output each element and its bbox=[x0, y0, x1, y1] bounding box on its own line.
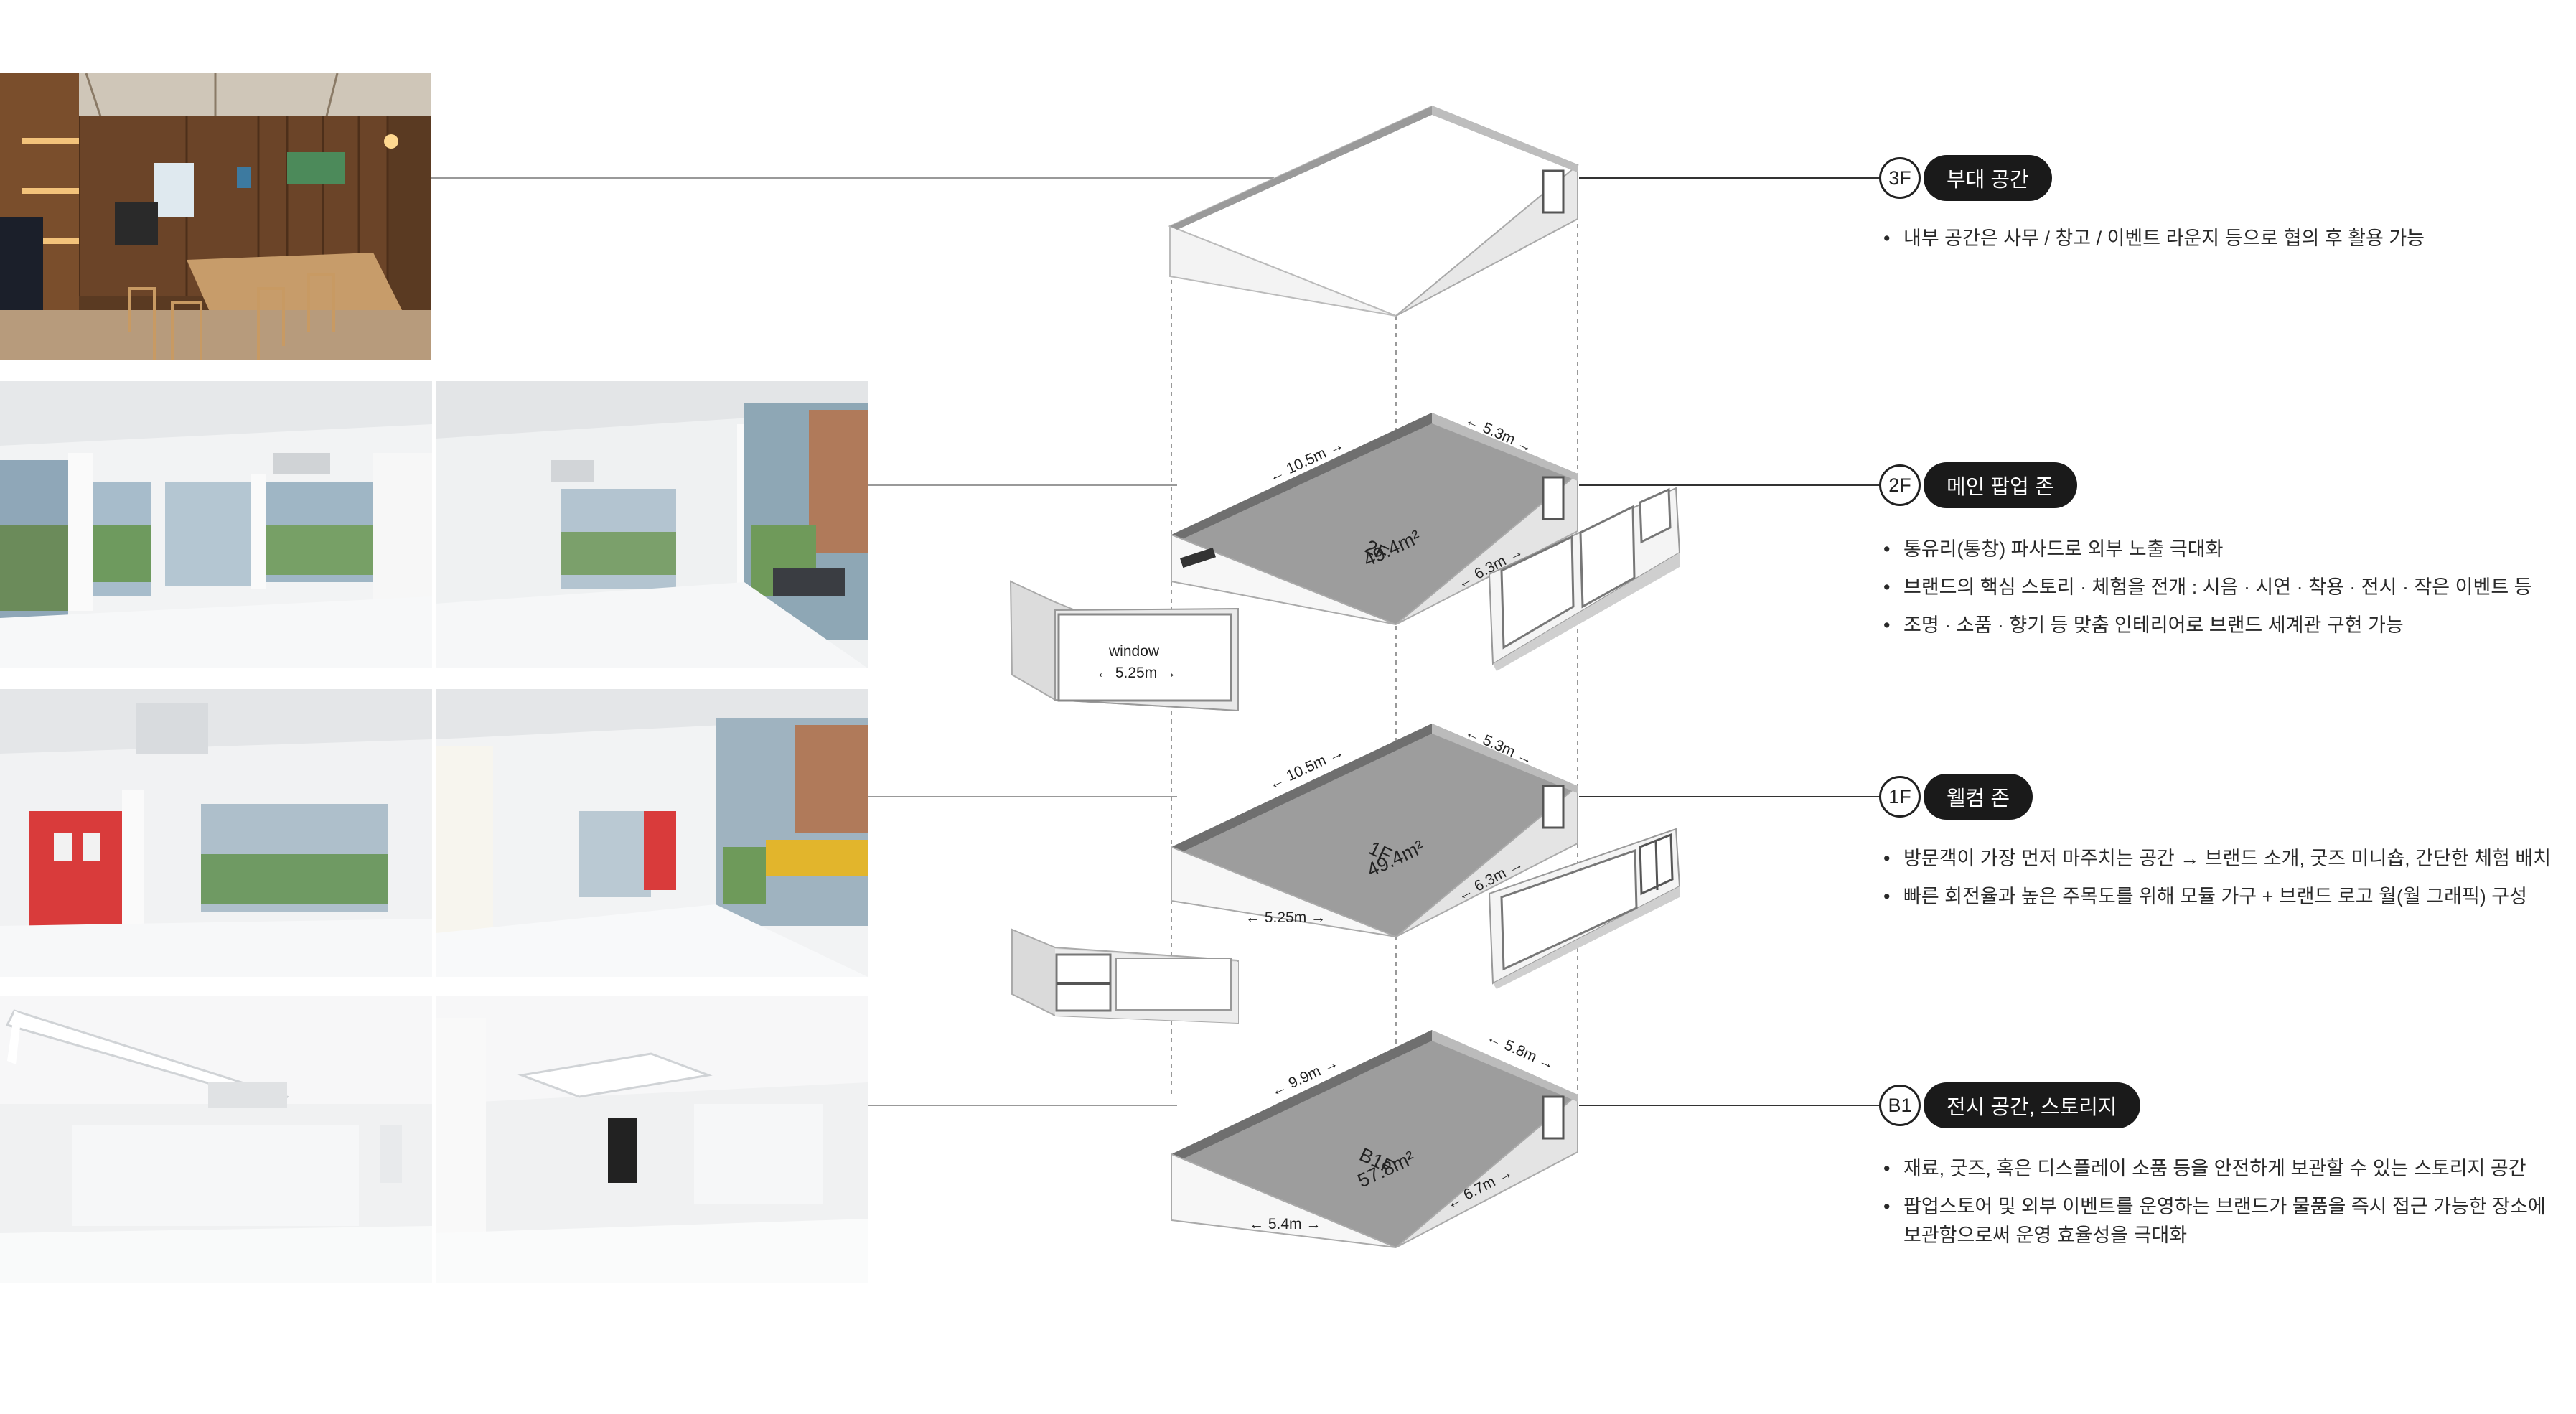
photo-1f-right bbox=[436, 689, 868, 977]
window-panel-2f-left bbox=[1009, 580, 1239, 712]
note-2f-3: 조명 · 소품 · 향기 등 맞춤 인테리어로 브랜드 세계관 구현 가능 bbox=[1882, 611, 2532, 640]
window-panel-1f-left bbox=[1011, 928, 1239, 1024]
note-2f-2: 브랜드의 핵심 스토리 · 체험을 전개 : 시음 · 시연 · 착용 · 전시… bbox=[1882, 573, 2532, 601]
note-b1-2: 팝업스토어 및 외부 이벤트를 운영하는 브랜드가 물품을 즉시 접근 가능한 … bbox=[1882, 1192, 2564, 1250]
floor-code-2f: 2F bbox=[1879, 464, 1921, 506]
floor-badge-2f: 2F 메인 팝업 존 bbox=[1879, 462, 2077, 508]
floor-code-3f: 3F bbox=[1879, 157, 1921, 199]
floor-badge-3f: 3F 부대 공간 bbox=[1879, 155, 2052, 201]
window-dim: ← 5.25m → bbox=[1096, 665, 1176, 681]
window-panel-1f-right bbox=[1488, 828, 1681, 989]
note-3f-1: 내부 공간은 사무 / 창고 / 이벤트 라운지 등으로 협의 후 활용 가능 bbox=[1882, 224, 2425, 253]
photo-1f-left bbox=[0, 689, 432, 977]
block-1f bbox=[1171, 724, 1578, 937]
floor-badge-1f: 1F 웰컴 존 bbox=[1879, 774, 2033, 820]
window-panel-2f-right bbox=[1488, 487, 1681, 671]
note-1f-2: 빠른 회전율과 높은 주목도를 위해 모듈 가구 + 브랜드 로고 월(월 그래… bbox=[1882, 882, 2551, 911]
floor-title-1f: 웰컴 존 bbox=[1924, 774, 2033, 820]
photo-b1-right bbox=[436, 996, 868, 1283]
note-b1-1: 재료, 굿즈, 혹은 디스플레이 소품 등을 안전하게 보관할 수 있는 스토리… bbox=[1882, 1154, 2564, 1183]
photo-leader-lines bbox=[431, 177, 1274, 1106]
floor-badge-b1: B1 전시 공간, 스토리지 bbox=[1879, 1082, 2140, 1128]
floor-title-b1: 전시 공간, 스토리지 bbox=[1924, 1082, 2140, 1128]
note-2f-1: 통유리(통창) 파사드로 외부 노출 극대화 bbox=[1882, 535, 2532, 563]
floor-notes-b1: 재료, 굿즈, 혹은 디스플레이 소품 등을 안전하게 보관할 수 있는 스토리… bbox=[1882, 1154, 2564, 1259]
floor-title-2f: 메인 팝업 존 bbox=[1924, 462, 2077, 508]
floor-notes-2f: 통유리(통창) 파사드로 외부 노출 극대화 브랜드의 핵심 스토리 · 체험을… bbox=[1882, 535, 2532, 649]
photo-3f-lounge bbox=[0, 73, 431, 360]
photo-2f-right bbox=[436, 381, 868, 668]
floor-notes-1f: 방문객이 가장 먼저 마주치는 공간 → 브랜드 소개, 굿즈 미니숍, 간단한… bbox=[1882, 844, 2551, 920]
block-3f bbox=[1168, 105, 1579, 317]
dim-1f-front: ← 5.25m → bbox=[1245, 909, 1326, 926]
block-b1 bbox=[1171, 1030, 1578, 1248]
floor-code-b1: B1 bbox=[1879, 1085, 1921, 1126]
photo-2f-left bbox=[0, 381, 432, 668]
dim-b1-front: ← 5.4m → bbox=[1249, 1216, 1321, 1232]
photo-b1-left bbox=[0, 996, 432, 1283]
window-label: window bbox=[1108, 643, 1160, 660]
floor-notes-3f: 내부 공간은 사무 / 창고 / 이벤트 라운지 등으로 협의 후 활용 가능 bbox=[1882, 224, 2425, 262]
note-1f-1: 방문객이 가장 먼저 마주치는 공간 → 브랜드 소개, 굿즈 미니숍, 간단한… bbox=[1882, 844, 2551, 873]
badge-connectors bbox=[1579, 177, 1881, 1106]
floor-title-3f: 부대 공간 bbox=[1924, 155, 2052, 201]
block-2f bbox=[1171, 413, 1578, 625]
floor-code-1f: 1F bbox=[1879, 776, 1921, 818]
